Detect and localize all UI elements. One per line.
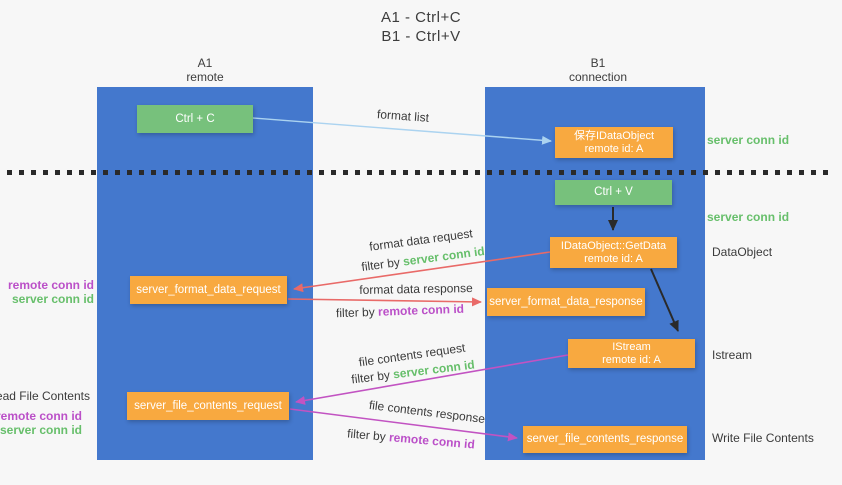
filter-by-text: filter by: [360, 254, 405, 275]
node-ctrl-v: Ctrl + V: [555, 180, 672, 205]
lane-b1-role: connection: [568, 70, 628, 84]
filter-by-text: filter by: [335, 304, 379, 321]
annotation-write-file-contents: Write File Contents: [712, 431, 814, 445]
remote-conn-id-highlight: remote conn id: [377, 301, 465, 319]
remote-conn-id-highlight: remote conn id: [388, 430, 476, 452]
node-istream-line1: IStream: [612, 340, 651, 353]
node-server-format-data-request-label: server_format_data_request: [136, 283, 281, 296]
node-save-idataobject-line2: remote id: A: [584, 142, 644, 155]
node-server-format-data-response-label: server_format_data_response: [489, 295, 643, 308]
annotation-dataobject: DataObject: [712, 245, 773, 259]
annotation-istream: Istream: [712, 348, 753, 362]
annotation-remote-conn-id-2: remote conn id: [0, 409, 82, 423]
lane-a1-role: remote: [186, 70, 224, 84]
node-server-file-contents-response-label: server_file_contents_response: [526, 433, 684, 445]
label-filter-by-remote-conn-id-2: filter by remote conn id: [347, 426, 476, 451]
label-filter-by-remote-conn-id-1: filter by remote conn id: [336, 302, 464, 320]
node-idataobject-getdata-line2: remote id: A: [584, 252, 643, 265]
label-format-data-response: format data response: [359, 281, 473, 297]
annotation-read-file-contents: Read File Contents: [0, 389, 90, 403]
node-save-idataobject: 保存IDataObject remote id: A: [555, 127, 673, 158]
node-ctrl-c-label: Ctrl + C: [175, 112, 215, 125]
node-server-file-contents-request-label: server_file_contents_request: [134, 399, 282, 412]
node-server-file-contents-response: server_file_contents_response: [523, 426, 687, 453]
annotation-server-conn-id-mid: server conn id: [707, 210, 790, 224]
node-istream: IStream remote id: A: [568, 339, 695, 368]
lane-header-b1: B1 connection: [538, 56, 658, 84]
annotation-server-conn-id-2: server conn id: [0, 423, 82, 437]
lane-a1-name: A1: [197, 56, 213, 70]
node-idataobject-getdata: IDataObject::GetData remote id: A: [550, 237, 677, 268]
annotation-server-conn-id-1: server conn id: [11, 292, 94, 306]
node-server-file-contents-request: server_file_contents_request: [127, 392, 289, 420]
title-line-a1: A1 - Ctrl+C: [380, 9, 462, 26]
annotation-remote-conn-id-1: remote conn id: [7, 278, 94, 292]
annotation-conn-ids-format: remote conn id server conn id: [8, 278, 94, 306]
title-line-b1: B1 - Ctrl+V: [381, 28, 461, 45]
node-idataobject-getdata-line1: IDataObject::GetData: [560, 239, 667, 252]
node-istream-line2: remote id: A: [602, 353, 661, 366]
diagram-title: A1 - Ctrl+C B1 - Ctrl+V: [331, 8, 511, 46]
node-ctrl-v-label: Ctrl + V: [594, 186, 633, 198]
label-file-contents-response: file contents response: [368, 397, 486, 427]
node-ctrl-c: Ctrl + C: [137, 105, 253, 133]
node-save-idataobject-line1: 保存IDataObject: [573, 129, 655, 142]
filter-by-text: filter by: [350, 367, 394, 387]
node-server-format-data-response: server_format_data_response: [487, 288, 645, 316]
phase-separator-dotted-line: [7, 170, 834, 175]
lane-b1-name: B1: [590, 56, 606, 70]
filter-by-text: filter by: [346, 426, 390, 445]
annotation-conn-ids-file: remote conn id server conn id: [0, 409, 82, 437]
annotation-server-conn-id-top: server conn id: [707, 133, 790, 147]
node-server-format-data-request: server_format_data_request: [130, 276, 287, 304]
lane-header-a1: A1 remote: [145, 56, 265, 84]
label-format-list: format list: [376, 107, 430, 125]
